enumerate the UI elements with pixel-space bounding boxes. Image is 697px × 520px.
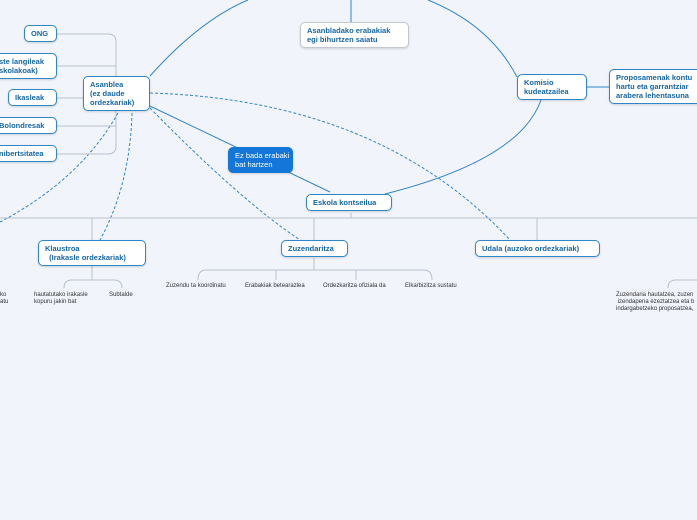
ordezkaritza-leaf: Ordezkaritza ofiziala da: [323, 283, 386, 289]
subtaldea-leaf: Subtalde: [109, 292, 133, 298]
left-cut-leaf: ko atu: [0, 292, 9, 305]
ong-node[interactable]: ONG: [24, 25, 57, 42]
langileak-node[interactable]: ste langileak skolakoak): [0, 53, 57, 79]
elkarbizitza-leaf: Elkarbizitza sustatu: [405, 283, 457, 289]
zuzendu-leaf: Zuzendu ta koordinatu: [166, 283, 226, 289]
komisio-kudeatzailea-node[interactable]: Komisio kudeatzailea: [517, 74, 587, 100]
udala-node[interactable]: Udala (auzoko ordezkariak): [475, 240, 600, 257]
zuzendaritza-node[interactable]: Zuzendaritza: [281, 240, 348, 257]
asanblea-node[interactable]: Asanblea (ez daude ordezkariak): [83, 76, 150, 111]
bolondresak-node[interactable]: Bolondresak: [0, 117, 57, 134]
erabakiak-leaf: Erabakiak betearazlea: [245, 283, 305, 289]
ikasleak-node[interactable]: Ikasleak: [8, 89, 57, 106]
ez-bada-erabaki-label[interactable]: Ez bada erabaki bat hartzen: [228, 147, 293, 173]
zuzendaria-leaf: Zuzendaria hautatzea, zuzen izendapena e…: [616, 292, 695, 312]
asanbladako-erabakiak-node[interactable]: Asanbladako erabakiak egi bihurtzen saia…: [300, 22, 409, 48]
proposamenak-node[interactable]: Proposamenak kontu hartu eta garrantziar…: [609, 69, 697, 104]
eskola-kontseilua-node[interactable]: Eskola kontseilua: [306, 194, 392, 211]
klaustroa-node[interactable]: Klaustroa (Irakasle ordezkariak): [38, 240, 146, 266]
unibertsitatea-node[interactable]: nibertsitatea: [0, 145, 57, 162]
hautatutako-leaf: hautatutako irakasle kopuru jakin bat: [34, 292, 88, 305]
